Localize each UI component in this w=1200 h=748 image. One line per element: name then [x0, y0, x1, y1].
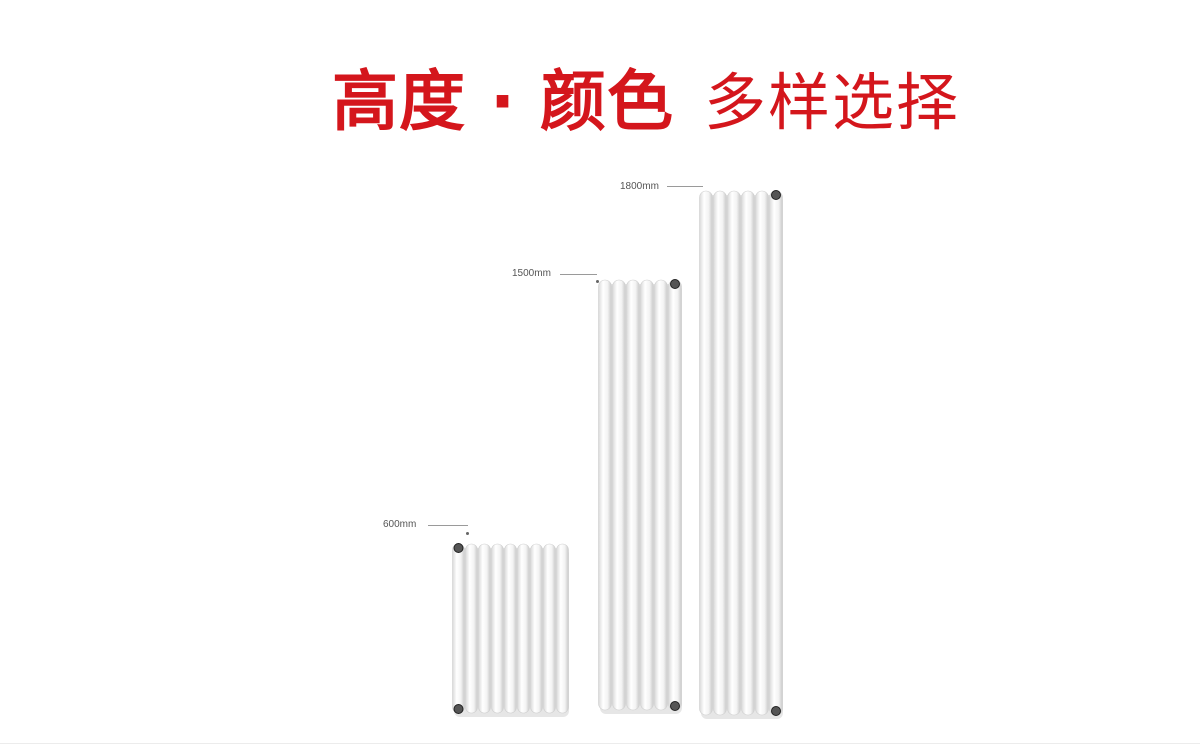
radiator-tube: [727, 190, 741, 716]
radiator-tube: [452, 543, 465, 714]
radiator-tube: [543, 543, 556, 714]
radiator-tube: [598, 279, 612, 711]
radiator-tube: [504, 543, 517, 714]
radiator-tube: [478, 543, 491, 714]
radiator-tube: [654, 279, 668, 711]
valve-bottom: [771, 706, 781, 716]
radiator-tube: [556, 543, 569, 714]
valve-top: [453, 543, 464, 553]
radiator-tube: [755, 190, 769, 716]
valve-top: [771, 190, 781, 200]
headline-emphasis: 高度 · 颜色: [332, 63, 675, 140]
leader-line-1500: [560, 274, 597, 275]
radiator-600mm: [452, 543, 569, 717]
valve-bottom: [670, 701, 680, 711]
radiator-tube: [769, 190, 783, 716]
leader-dot-1500: [596, 280, 599, 283]
radiator-tube: [612, 279, 626, 711]
valve-bottom: [453, 704, 464, 714]
radiator-tube: [699, 190, 713, 716]
radiator-tube: [668, 279, 682, 711]
height-label-600: 600mm: [383, 519, 417, 530]
radiator-tube: [530, 543, 543, 714]
height-label-1500: 1500mm: [512, 268, 551, 279]
radiator-tube: [713, 190, 727, 716]
leader-line-1800: [667, 186, 703, 187]
radiator-tube: [517, 543, 530, 714]
radiator-1800mm: [699, 190, 783, 719]
radiator-tube: [491, 543, 504, 714]
headline-secondary: 多样选择: [704, 66, 961, 139]
radiator-tube: [640, 279, 654, 711]
leader-line-600: [428, 525, 468, 526]
radiator-tube: [741, 190, 755, 716]
radiator-tube: [465, 543, 478, 714]
footer-divider: [0, 743, 1200, 744]
leader-dot-600: [466, 532, 469, 535]
valve-top: [670, 279, 680, 289]
height-label-1800: 1800mm: [620, 181, 659, 192]
page-headline: 高度 · 颜色多样选择: [332, 48, 960, 144]
radiator-tube: [626, 279, 640, 711]
radiator-1500mm: [598, 279, 682, 714]
